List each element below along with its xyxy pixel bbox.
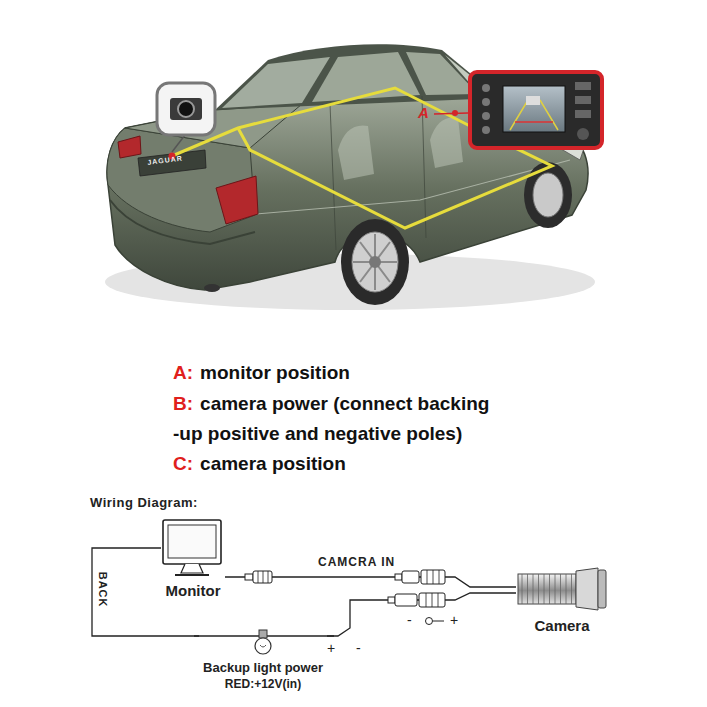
- legend-text: camera power (connect backing -up positi…: [173, 393, 489, 444]
- key-row: A: monitor position: [173, 358, 350, 388]
- rca-plug: [395, 574, 402, 580]
- head-unit-button: [575, 96, 591, 104]
- dc-jack-symbol: [433, 621, 444, 622]
- monitor-base: [175, 574, 209, 576]
- head-unit-button: [482, 98, 490, 106]
- leader-line: [434, 113, 468, 114]
- callout-letter: A:: [173, 362, 193, 383]
- head-unit-button: [575, 82, 591, 90]
- bulb-filament: [260, 645, 266, 647]
- legend-text: camera position: [200, 453, 346, 474]
- head-unit-button: [482, 112, 490, 120]
- wheel-hub: [369, 256, 381, 268]
- rca-socket: [421, 570, 445, 584]
- camera-ridge: [560, 574, 561, 604]
- rca-plug: [395, 594, 417, 606]
- car-cabin: [215, 44, 500, 110]
- node-label: RED:+12V(in): [225, 676, 301, 692]
- dc-jack-symbol: [426, 618, 433, 625]
- body-crease: [256, 160, 570, 214]
- node-icon: [516, 566, 608, 612]
- monitor-marker: [452, 110, 458, 116]
- head-unit-button: [482, 126, 490, 134]
- monitor-stand: [181, 564, 203, 573]
- head-unit-inset: [470, 72, 602, 148]
- camera-ridge: [555, 574, 556, 604]
- tail-light: [118, 136, 141, 158]
- backup-light-node: Backup light powerRED:+12V(in): [199, 628, 327, 692]
- badge-bar: [138, 150, 206, 176]
- camera-ridge: [566, 574, 567, 604]
- rca-plug: [253, 571, 272, 583]
- node-label: Monitor: [166, 582, 221, 600]
- rca-plug: [402, 571, 419, 583]
- seat-ghost: [430, 117, 463, 168]
- camera-node: Camera: [516, 566, 608, 635]
- callout-letter: C:: [173, 453, 193, 474]
- wheel-rim: [533, 173, 563, 217]
- key-row: C: camera position: [173, 449, 346, 479]
- section-heading: Wiring Diagram:: [90, 495, 198, 511]
- camera-ridge: [549, 574, 550, 604]
- exhaust-pipe: [204, 284, 220, 292]
- wheel-rim: [352, 232, 398, 292]
- rca-socket: [426, 593, 438, 607]
- monitor-screen: [168, 525, 216, 558]
- screen-car: [526, 96, 540, 105]
- camera-body: [170, 98, 202, 120]
- edge-label: BACK: [96, 572, 109, 608]
- wire-connector: [327, 593, 516, 636]
- leader-line: [172, 135, 185, 152]
- node-label: Backup light power: [203, 660, 323, 676]
- monitor-frame: [163, 520, 221, 564]
- rca-socket: [427, 570, 439, 584]
- monitor-node: Monitor: [161, 518, 225, 600]
- node-icon: [251, 628, 275, 656]
- guide-lines: [515, 121, 553, 123]
- head-unit-knob: [577, 128, 589, 140]
- rca-plug: [258, 571, 268, 583]
- node-icon: [161, 518, 225, 578]
- camera-ridge: [522, 574, 523, 604]
- camera-ridge: [527, 574, 528, 604]
- polarity-sign: -: [407, 612, 412, 629]
- polarity-sign: +: [450, 612, 458, 629]
- polarity-sign: -: [356, 640, 361, 657]
- camera-ridge: [571, 574, 572, 604]
- camera-ridge: [533, 574, 534, 604]
- callout-letter: A: [418, 104, 429, 122]
- bulb-base: [259, 630, 267, 638]
- rear-bumper: [110, 200, 255, 244]
- rca-plug: [388, 597, 395, 603]
- node-label: Camera: [534, 617, 589, 635]
- camera-ridge: [544, 574, 545, 604]
- camera-barrel: [518, 574, 576, 604]
- wheel-spokes: [353, 234, 397, 290]
- camera-ridge: [538, 574, 539, 604]
- camera-lens: [178, 101, 194, 117]
- head-unit-button: [575, 110, 591, 118]
- polarity-sign: +: [327, 640, 335, 657]
- head-unit-button: [482, 84, 490, 92]
- camera-inset: [157, 83, 215, 135]
- callout-letter: B:: [173, 393, 193, 414]
- camera-housing: [576, 568, 598, 610]
- tail-light: [216, 176, 258, 224]
- head-unit-screen: [503, 86, 565, 132]
- bulb-globe: [255, 638, 271, 654]
- camera-face: [598, 570, 606, 608]
- wheel-tyre: [341, 219, 409, 305]
- key-row: B:camera power (connect backing -up posi…: [173, 389, 495, 449]
- camera-cable-route: [172, 88, 470, 156]
- rca-plug: [245, 574, 253, 580]
- wheel-tyre: [524, 162, 572, 228]
- edge-label: CAMCRA IN: [318, 555, 395, 569]
- rca-socket: [419, 593, 445, 607]
- legend-text: monitor position: [200, 362, 350, 383]
- seat-ghost: [338, 126, 374, 181]
